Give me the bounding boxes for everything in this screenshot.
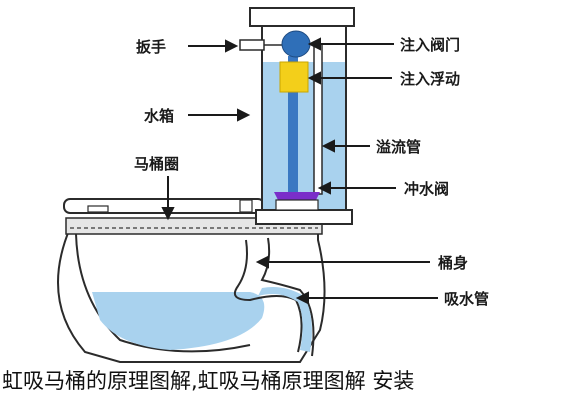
arrowhead-seat <box>161 207 175 221</box>
siphon-water <box>258 287 312 352</box>
overflow-pipe <box>313 43 323 195</box>
siphon-trapway <box>234 239 303 353</box>
label-bowl-body: 桶身 <box>438 254 468 272</box>
arrowhead-overflow-pipe <box>321 139 335 153</box>
seat-hinge-right <box>239 199 253 213</box>
image-caption: 虹吸马桶的原理图解,虹吸马桶原理图解 安装 <box>2 369 415 393</box>
arrowhead-handle <box>225 39 239 53</box>
float-body <box>279 61 309 93</box>
arrowhead-inlet-valve <box>307 37 321 51</box>
label-inlet-float: 注入浮动 <box>400 70 460 88</box>
label-siphon-pipe: 吸水管 <box>444 290 489 308</box>
fill-valve-tube <box>288 56 298 206</box>
toilet-bowl <box>57 217 326 363</box>
label-arrows <box>161 37 438 305</box>
bowl-water <box>92 292 265 350</box>
tank-base <box>255 209 353 225</box>
seat-hinge <box>87 205 109 213</box>
label-tank: 水箱 <box>144 107 174 125</box>
bowl-inner-curve <box>75 233 251 353</box>
label-inlet-valve: 注入阀门 <box>400 36 460 54</box>
label-flush-valve: 冲水阀 <box>404 180 449 198</box>
arrowhead-bowl-body <box>255 255 269 269</box>
fill-valve-head <box>281 30 311 58</box>
arrowhead-siphon-pipe <box>295 291 309 305</box>
arrowhead-flush-valve <box>317 181 331 195</box>
label-handle: 扳手 <box>136 38 166 56</box>
arrowhead-inlet-float <box>307 71 321 85</box>
arrowhead-tank <box>237 108 251 122</box>
label-seat: 马桶圈 <box>134 155 179 173</box>
tank-lid <box>249 7 355 27</box>
water-tank <box>239 7 355 225</box>
flush-valve-seat <box>275 199 319 211</box>
label-overflow-pipe: 溢流管 <box>376 138 421 156</box>
handle-lever <box>239 39 265 51</box>
